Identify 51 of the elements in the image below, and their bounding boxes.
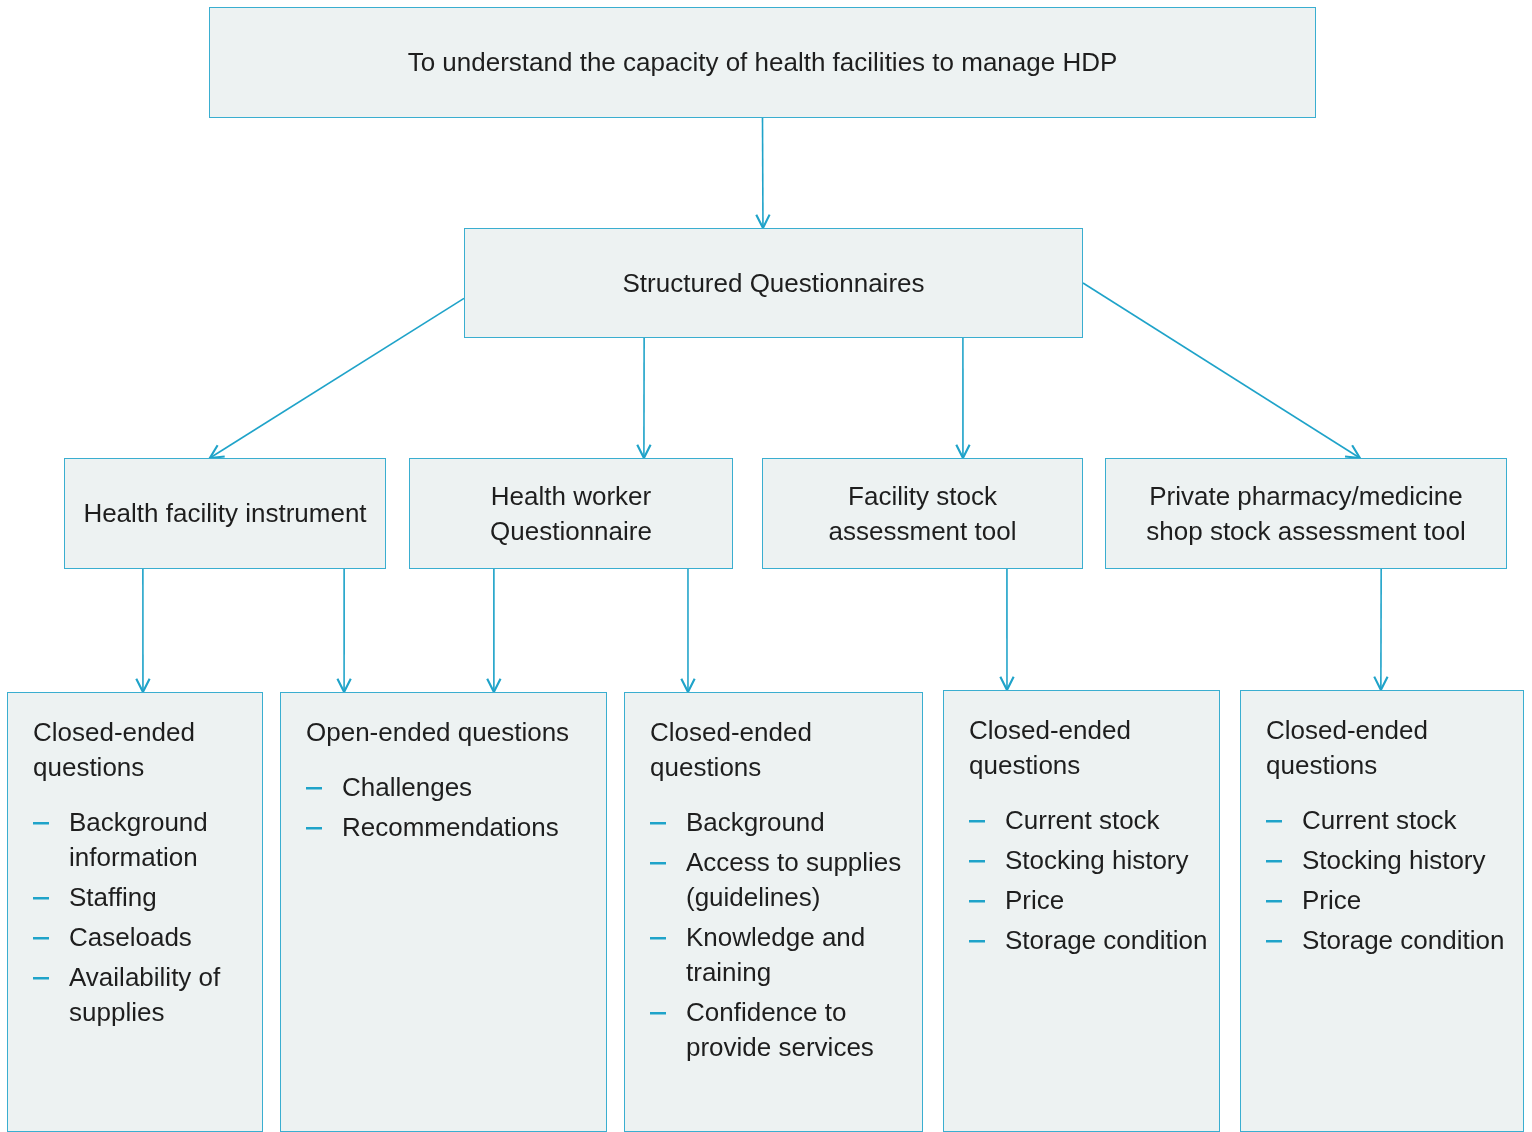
process-box [409, 458, 733, 569]
box-label: Structured Questionnaires [622, 266, 925, 300]
process-box [64, 458, 386, 569]
arrow [208, 297, 465, 460]
arrow [486, 568, 502, 694]
list-item: Storage condition [1302, 924, 1505, 957]
list-item: Current stock [1005, 804, 1160, 837]
box-label: Private pharmacy/medicine shop stock assessment tool [1145, 479, 1467, 548]
arrow [955, 337, 971, 460]
panel-heading: Open-ended questions [306, 716, 571, 749]
process-box [1105, 458, 1507, 569]
box-label: Health worker Questionnaire [489, 479, 653, 548]
list-item: Caseloads [69, 921, 192, 954]
list-item: Storage condition [1005, 924, 1208, 957]
panel-heading: Closed-ended questions [33, 716, 196, 784]
list-item: Confidence to provide services [686, 996, 875, 1064]
list-item: Knowledge and training [686, 921, 867, 989]
question-panel [943, 690, 1220, 1132]
arrow [336, 568, 352, 694]
arrow [1373, 568, 1389, 692]
panel-heading: Closed-ended questions [969, 714, 1132, 782]
list-item: Current stock [1302, 804, 1457, 837]
arrow [135, 568, 151, 694]
list-item: Background information [69, 806, 209, 874]
arrow [680, 568, 696, 694]
list-item: Staffing [69, 881, 157, 914]
question-panel [624, 692, 923, 1132]
list-item: Price [1302, 884, 1362, 917]
list-item: Recommendations [342, 811, 559, 844]
box-label: Facility stock assessment tool [827, 479, 1018, 548]
list-item: Challenges [342, 771, 473, 804]
list-item: Availability of supplies [69, 961, 222, 1029]
process-box [464, 228, 1083, 338]
panel-heading: Closed-ended questions [650, 716, 813, 784]
box-label: Health facility instrument [83, 497, 367, 530]
arrow [636, 337, 652, 460]
list-item: Price [1005, 884, 1065, 917]
question-panel [280, 692, 607, 1132]
process-box [209, 7, 1316, 118]
list-item: Stocking history [1005, 844, 1189, 877]
box-label: To understand the capacity of health facilities to manage HDP [407, 46, 1118, 79]
list-item: Background [686, 806, 825, 839]
list-item: Access to supplies (guidelines) [686, 846, 903, 914]
question-panel [1240, 690, 1524, 1132]
arrow [1082, 282, 1361, 460]
arrow [755, 117, 771, 230]
arrow [999, 568, 1015, 692]
panel-heading: Closed-ended questions [1266, 714, 1429, 782]
question-panel [7, 692, 263, 1132]
process-box [762, 458, 1083, 569]
list-item: Stocking history [1302, 844, 1486, 877]
